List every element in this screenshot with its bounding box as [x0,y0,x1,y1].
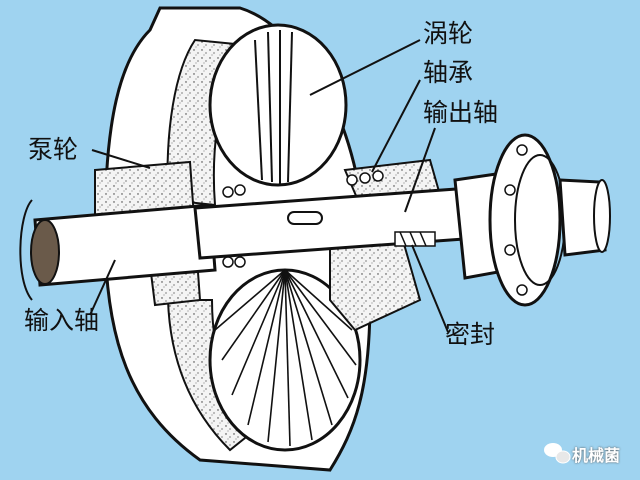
rotation-arrow-icon [19,199,33,301]
seal-element [394,231,436,247]
leader-output-shaft [404,127,436,213]
turbine-blades [254,30,293,184]
label-turbine: 涡轮 [423,19,474,48]
label-pump-wheel: 泵轮 [28,135,79,164]
label-input-shaft: 输入轴 [24,306,100,335]
leader-bearing [371,79,421,173]
label-seal: 密封 [445,320,496,349]
pump-blades [214,269,357,447]
output-flange [488,133,562,307]
shaft-keyway [287,211,323,225]
wechat-logo-icon [544,443,571,464]
input-shaft-body [33,203,217,287]
leader-turbine [309,39,421,96]
turbine-wheel [208,23,348,187]
flange-stub-end [593,179,611,253]
bearing-balls [222,170,384,268]
watermark-text: 机械菌 [572,446,621,465]
leader-pump-wheel [91,149,151,169]
input-shaft-end [30,219,60,285]
label-bearing: 轴承 [423,58,474,87]
watermark: 机械菌 [545,442,620,466]
leader-seal [411,244,449,333]
leader-input-shaft [89,259,116,316]
leader-lines [89,39,449,333]
label-output-shaft: 输出轴 [423,98,499,127]
flange-bolts [504,144,528,296]
